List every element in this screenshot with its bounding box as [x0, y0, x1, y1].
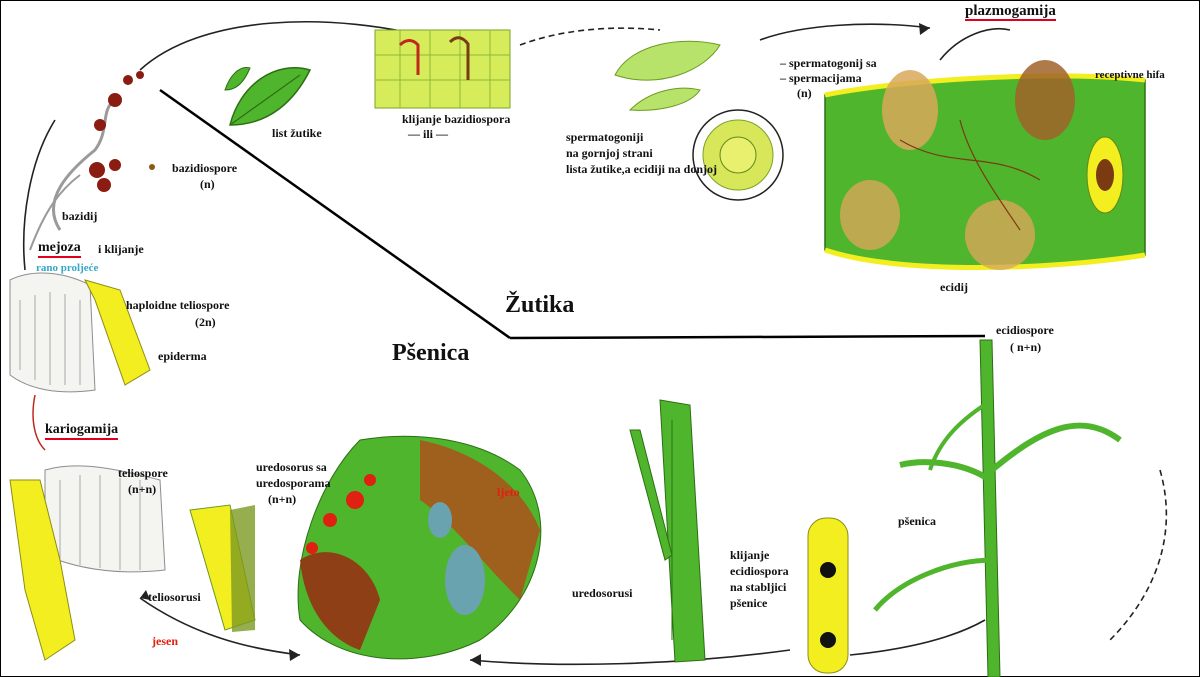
label-receptivna-hifa: receptivne hifa: [1095, 68, 1165, 82]
arc-right-up: [1110, 470, 1166, 640]
label-list-zutike: list žutike: [272, 126, 322, 140]
label-uredosorus-1: uredosorus sa: [256, 460, 327, 474]
basidium-drawing: [30, 71, 155, 250]
label-psenica: pšenica: [898, 514, 936, 528]
barberry-host-label: Žutika: [505, 292, 574, 319]
wheat-plant-drawing: [875, 340, 1120, 677]
label-spermatogoniji-2: na gornjoj strani: [566, 146, 653, 160]
label-teliosorusi: teliosorusi: [148, 590, 201, 604]
arc-bottom-mid: [470, 650, 790, 664]
label-bazidiospore: bazidiospore: [172, 161, 237, 175]
label-uredosorus-3: (n+n): [268, 492, 296, 506]
label-kariogamija: kariogamija: [45, 423, 118, 440]
label-epiderma: epiderma: [158, 349, 207, 363]
label-ili: — ili —: [408, 127, 448, 141]
arc-bottom-right: [850, 620, 985, 655]
label-klijanje-ecidiospora-3: na stabljici: [730, 580, 786, 594]
label-klijanje-bazidiospora: klijanje bazidiospora: [402, 112, 510, 126]
label-klijanje-ecidiospora-2: ecidiospora: [730, 564, 789, 578]
wheat-leaf-drawing: [630, 400, 705, 662]
spermogonia-leaf-drawing: [615, 41, 783, 200]
season-autumn: jesen: [152, 634, 178, 649]
label-ecidij: ecidij: [940, 280, 968, 294]
label-ecidiospore-n: ( n+n): [1010, 340, 1041, 354]
label-spermacijama-n: (n): [797, 86, 812, 100]
label-teliospore-n: (n+n): [128, 482, 156, 496]
arc-top-mid: [520, 28, 660, 45]
label-ecidiospore: ecidiospore: [996, 323, 1054, 337]
arc-plazmogamija: [940, 29, 1010, 60]
label-spermatogoniji-3: lista žutike,a ecidiji na donjoj: [566, 162, 717, 176]
stem-germination-drawing: [808, 518, 848, 673]
uredosorus-drawing: [298, 436, 541, 659]
label-teliospore: teliospore: [118, 466, 168, 480]
label-haploidne-2: (2n): [195, 315, 216, 329]
label-i-klijanje: i klijanje: [98, 242, 144, 256]
label-spermatogoniji-sa: – spermatogonij sa: [780, 56, 877, 70]
leaf-section-drawing: [375, 30, 510, 108]
label-uredosorus-2: uredosporama: [256, 476, 330, 490]
label-haploidne-1: haploidne teliospore: [126, 298, 229, 312]
wheat-host-label: Pšenica: [392, 340, 469, 367]
label-spermatogoniji-1: spermatogoniji: [566, 130, 643, 144]
season-spring: rano proljeće: [36, 262, 98, 274]
label-uredosorusi: uredosorusi: [572, 586, 632, 600]
barberry-leaf-drawing: [225, 67, 310, 125]
label-plazmogamija: plazmogamija: [965, 4, 1056, 21]
label-bazidiospore-n: (n): [200, 177, 215, 191]
aecidium-section-drawing: [825, 60, 1145, 270]
season-summer: ljeto: [497, 485, 520, 500]
arc-top-right: [760, 24, 930, 40]
label-mejoza: mejoza: [38, 241, 81, 258]
label-bazidij: bazidij: [62, 209, 97, 223]
label-klijanje-ecidiospora-4: pšenice: [730, 596, 767, 610]
label-klijanje-ecidiospora-1: klijanje: [730, 548, 769, 562]
label-spermacijama: – spermacijama: [780, 71, 862, 85]
